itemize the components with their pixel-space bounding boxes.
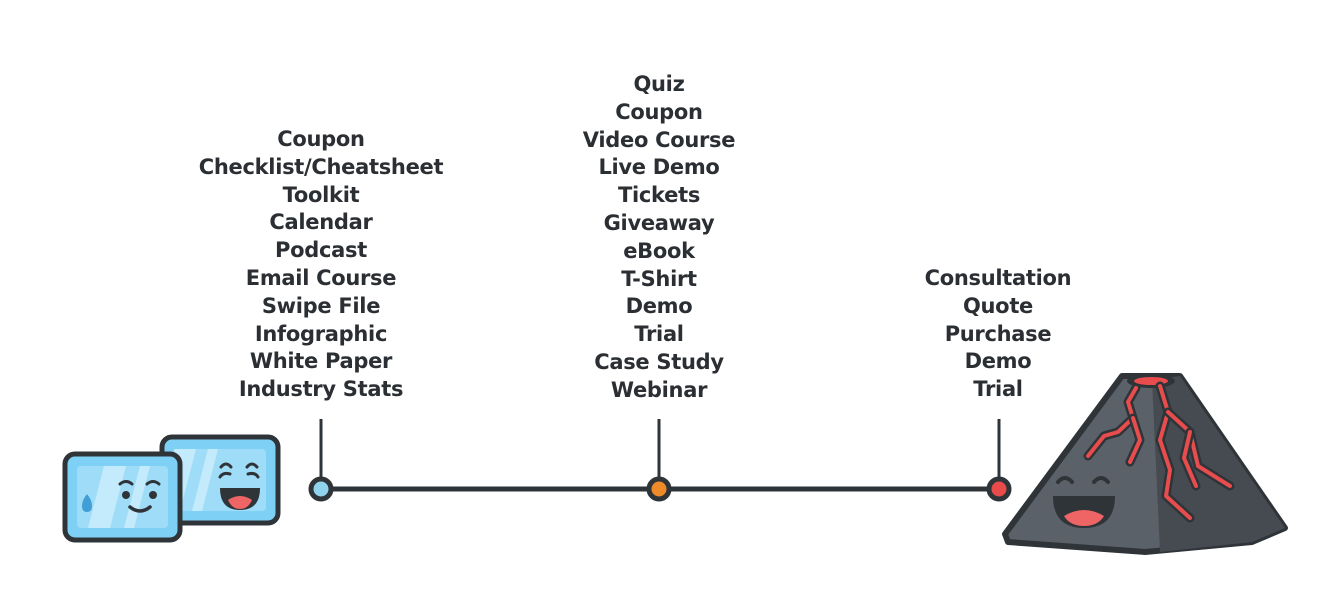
offer-item: Video Course (582, 127, 736, 152)
offer-item: Webinar (610, 377, 708, 402)
volcano-character-icon (1002, 373, 1288, 555)
offer-item: T-Shirt (621, 266, 697, 291)
offer-item: Swipe File (261, 293, 381, 318)
offer-item: Demo (964, 349, 1032, 374)
stage-dot-cold (308, 476, 334, 502)
offer-item: Coupon (277, 127, 365, 151)
offer-item: Trial (634, 322, 684, 347)
offer-item: Case Study (594, 349, 724, 374)
offer-item: Quiz (633, 72, 685, 96)
offer-item: Tickets (617, 183, 701, 208)
offer-item: Live Demo (598, 155, 720, 180)
offer-item: Checklist/Cheatsheet (198, 154, 444, 179)
offer-item: Infographic (254, 321, 388, 346)
offer-item: Quote (962, 293, 1033, 318)
offer-item: Coupon (615, 99, 703, 124)
offer-item: Podcast (275, 238, 367, 263)
offer-item: Trial (973, 377, 1023, 402)
offer-item: White Paper (249, 349, 393, 374)
offer-item: Toolkit (282, 182, 360, 207)
ice-cube-front-icon (62, 451, 183, 543)
offer-item: Industry Stats (238, 377, 404, 402)
stage-dot-hot (986, 476, 1012, 502)
offer-item: Calendar (269, 210, 373, 235)
offer-item: Purchase (944, 321, 1052, 346)
offer-item: Giveaway (603, 210, 715, 235)
ice-cube-characters-icon (62, 434, 281, 543)
offer-item: Email Course (245, 265, 397, 290)
stage-dot-warm (646, 476, 672, 502)
ice-cube-back-icon (159, 434, 281, 526)
offer-item: Demo (625, 294, 693, 319)
offer-item: Consultation (924, 266, 1072, 290)
offer-item: eBook (623, 238, 695, 263)
